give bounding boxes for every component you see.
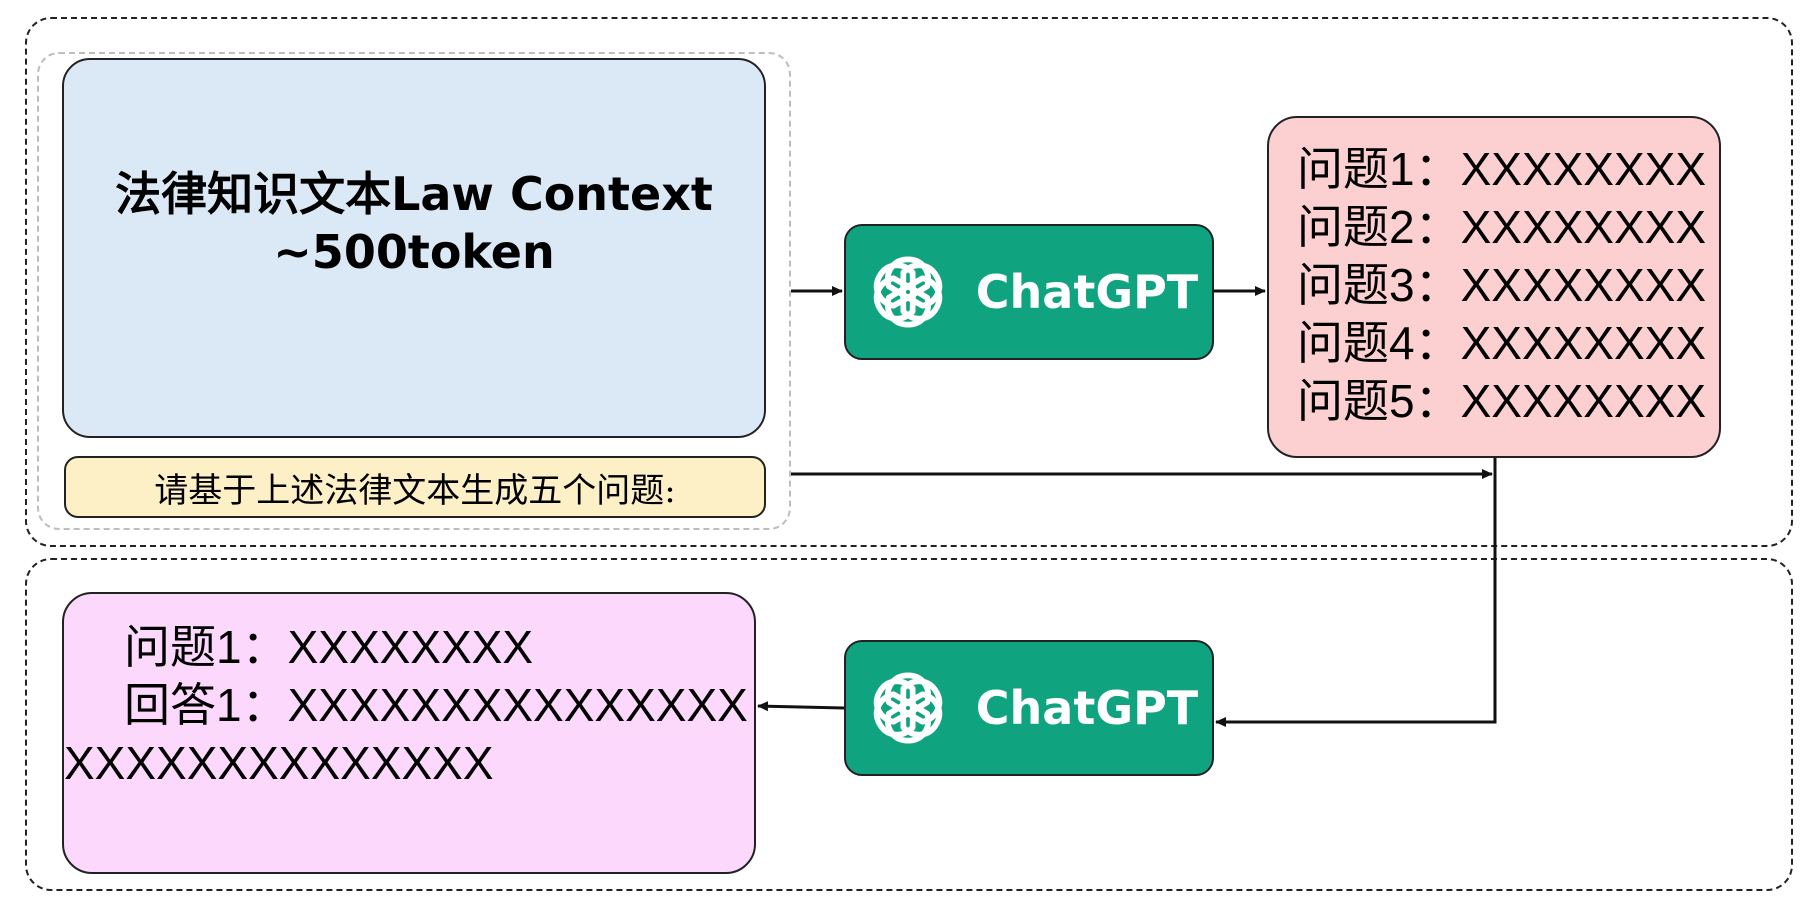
law-context-title: 法律知识文本Law Context [115, 167, 713, 221]
qa-answer-line: 回答1：XXXXXXXXXXXXXXX [124, 679, 748, 731]
arrow-chatgpt2-to-qa [757, 701, 845, 712]
question-line: 问题5：XXXXXXXX [1297, 375, 1707, 427]
arrow-questions-to-chatgpt2 [1215, 458, 1497, 727]
question-line: 问题1：XXXXXXXX [1297, 143, 1707, 195]
input-group-frame [37, 52, 791, 530]
chatgpt-node-question-gen: ChatGPT [844, 224, 1214, 360]
law-context-box: 法律知识文本Law Context ~500token [62, 58, 766, 438]
question-line: 问题4：XXXXXXXX [1297, 317, 1707, 369]
stage1-group-frame [25, 17, 1793, 547]
qa-pair-box: 问题1：XXXXXXXX 回答1：XXXXXXXXXXXXXXX XXXXXXX… [62, 592, 756, 874]
prompt-box: 请基于上述法律文本生成五个问题: [64, 456, 766, 518]
qa-answer-continuation: XXXXXXXXXXXXXX [64, 737, 494, 789]
qa-question-line: 问题1：XXXXXXXX [124, 621, 534, 673]
chatgpt-label: ChatGPT [975, 265, 1199, 319]
question-line: 问题3：XXXXXXXX [1297, 259, 1707, 311]
question-line: 问题2：XXXXXXXX [1297, 201, 1707, 253]
chatgpt-label: ChatGPT [975, 681, 1199, 735]
stage2-group-frame [25, 558, 1793, 891]
generated-questions-box: 问题1：XXXXXXXX 问题2：XXXXXXXX 问题3：XXXXXXXX 问… [1267, 116, 1721, 458]
law-context-token-count: ~500token [273, 225, 555, 279]
openai-logo-icon [860, 660, 956, 756]
chatgpt-node-answer-gen: ChatGPT [844, 640, 1214, 776]
prompt-text: 请基于上述法律文本生成五个问题: [154, 470, 676, 511]
openai-logo-icon [860, 244, 956, 340]
